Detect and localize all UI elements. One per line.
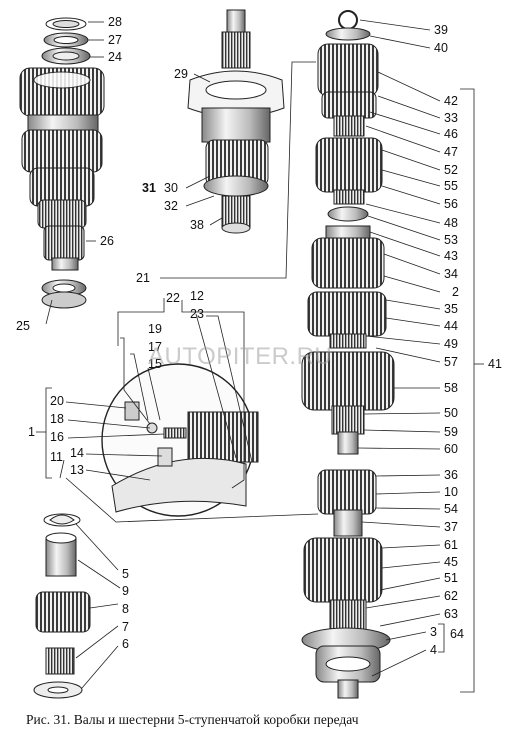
callout-51: 51	[444, 571, 458, 585]
callout-61: 61	[444, 538, 458, 552]
callout-44: 44	[444, 319, 458, 333]
callout-55: 55	[444, 179, 458, 193]
callout-34: 34	[444, 267, 458, 281]
callout-30: 30	[164, 181, 178, 195]
callout-5: 5	[122, 567, 129, 581]
callout-60: 60	[444, 442, 458, 456]
callout-36: 36	[444, 468, 458, 482]
callout-26: 26	[100, 234, 114, 248]
leader-lines	[36, 19, 484, 693]
small-parts-stack	[33, 513, 91, 699]
callout-15: 15	[148, 357, 162, 371]
callout-63: 63	[444, 607, 458, 621]
callout-52: 52	[444, 163, 458, 177]
input-shaft-assembly	[187, 9, 285, 234]
callout-45: 45	[444, 555, 458, 569]
callout-27: 27	[108, 33, 122, 47]
callout-47: 47	[444, 145, 458, 159]
callout-56: 56	[444, 197, 458, 211]
callout-16: 16	[50, 430, 64, 444]
callout-57: 57	[444, 355, 458, 369]
callout-19: 19	[148, 322, 162, 336]
detail-zoom-circle	[101, 363, 259, 517]
callout-9: 9	[122, 584, 129, 598]
callout-53: 53	[444, 233, 458, 247]
callout-21: 21	[136, 271, 150, 285]
callout-31: 31	[142, 181, 156, 195]
callout-39: 39	[434, 23, 448, 37]
callout-20: 20	[50, 394, 64, 408]
callout-18: 18	[50, 412, 64, 426]
callout-49: 49	[444, 337, 458, 351]
callout-24: 24	[108, 50, 122, 64]
callout-50: 50	[444, 406, 458, 420]
callout-42: 42	[444, 94, 458, 108]
callout-25: 25	[16, 319, 30, 333]
callout-43: 43	[444, 249, 458, 263]
callout-13: 13	[70, 463, 84, 477]
callout-64: 64	[450, 627, 464, 641]
callout-59: 59	[444, 425, 458, 439]
callout-37: 37	[444, 520, 458, 534]
callout-8: 8	[122, 602, 129, 616]
callout-48: 48	[444, 216, 458, 230]
callout-33: 33	[444, 111, 458, 125]
callout-40: 40	[434, 41, 448, 55]
callout-1: 1	[28, 425, 35, 439]
callout-11: 11	[50, 450, 63, 464]
callout-17: 17	[148, 340, 162, 354]
watermark: AUTOPITER.RU	[148, 343, 333, 370]
callout-32: 32	[164, 199, 178, 213]
callout-62: 62	[444, 589, 458, 603]
figure-caption: Рис. 31. Валы и шестерни 5-ступенчатой к…	[26, 712, 359, 727]
callout-2: 2	[452, 285, 459, 299]
callout-6: 6	[122, 637, 129, 651]
callout-54: 54	[444, 502, 458, 516]
callout-58: 58	[444, 381, 458, 395]
countershaft-assembly	[19, 17, 105, 309]
callout-38: 38	[190, 218, 204, 232]
callout-35: 35	[444, 302, 458, 316]
callout-22: 22	[166, 291, 180, 305]
callout-7: 7	[122, 620, 129, 634]
callout-41: 41	[488, 357, 502, 371]
callout-23: 23	[190, 307, 204, 321]
callout-28: 28	[108, 15, 122, 29]
callout-46: 46	[444, 127, 458, 141]
callout-29: 29	[174, 67, 188, 81]
callout-12: 12	[190, 289, 204, 303]
callout-10: 10	[444, 485, 458, 499]
callout-3: 3	[430, 625, 437, 639]
callout-4: 4	[430, 643, 437, 657]
main-shaft-stack	[301, 10, 395, 699]
callout-14: 14	[70, 446, 84, 460]
